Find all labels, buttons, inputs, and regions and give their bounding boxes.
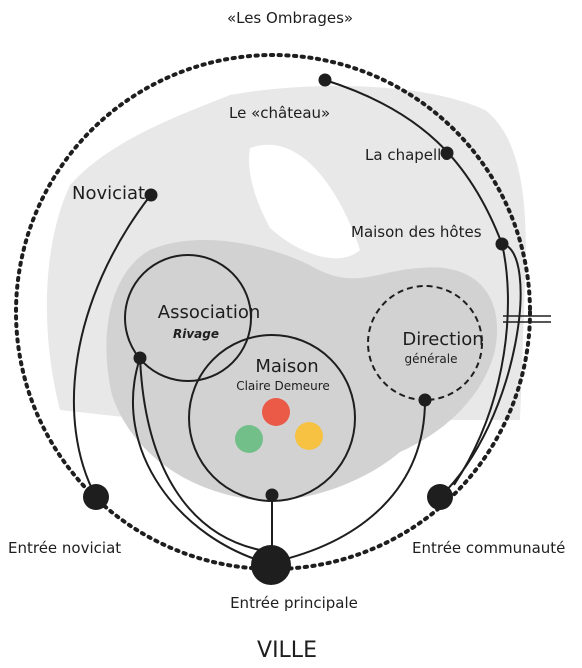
- dot-red: [262, 398, 290, 426]
- label-maison-sub: Claire Demeure: [236, 379, 330, 393]
- dot-green: [235, 425, 263, 453]
- node-noviciat: [144, 188, 158, 202]
- label-noviciat: Noviciat: [72, 183, 145, 204]
- path-communaute-inner: [453, 243, 509, 486]
- grounds-notch: [249, 144, 360, 259]
- label-entree-communaute: Entrée communauté: [412, 539, 565, 557]
- node-chapelle: [440, 146, 454, 160]
- label-association: Association: [158, 302, 261, 323]
- node-association: [133, 351, 147, 365]
- label-entree-noviciat: Entrée noviciat: [8, 539, 121, 557]
- label-maison: Maison: [255, 356, 318, 377]
- path-assoc-main: [131, 357, 272, 565]
- label-direction: Direction: [402, 329, 483, 350]
- site-title: «Les Ombrages»: [227, 9, 353, 27]
- label-direction-sub: générale: [405, 352, 458, 366]
- node-maison-hotes: [495, 237, 509, 251]
- path-noviciat: [72, 195, 151, 498]
- association-circle: [124, 254, 252, 382]
- entrance-principale-node: [251, 545, 291, 585]
- entrance-communaute-node: [427, 484, 453, 510]
- dot-yellow: [295, 422, 323, 450]
- node-direction: [418, 393, 432, 407]
- core-zone: [106, 239, 498, 501]
- label-ville: VILLE: [257, 638, 317, 663]
- label-chateau: Le «château»: [229, 104, 330, 122]
- path-assoc-noviciat: [139, 357, 261, 551]
- entrance-noviciat-node: [83, 484, 109, 510]
- label-chapelle: La chapelle: [365, 146, 451, 164]
- label-association-sub: Rivage: [173, 327, 219, 341]
- path-direction-main: [281, 399, 426, 561]
- node-chateau: [318, 73, 332, 87]
- direction-circle: [367, 285, 483, 401]
- label-entree-principale: Entrée principale: [230, 594, 358, 612]
- node-maison: [265, 488, 279, 502]
- label-maison-hotes: Maison des hôtes: [351, 223, 482, 241]
